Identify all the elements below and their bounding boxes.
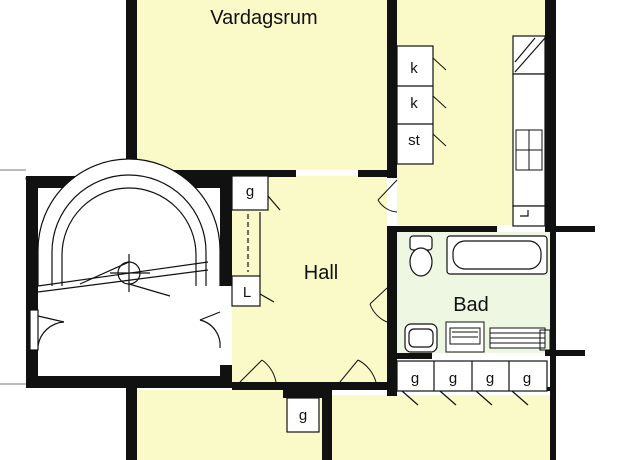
spiral-staircase-icon [29,158,221,351]
room-label-bad: Bad [453,294,489,316]
hall-door-swings [239,359,377,383]
room-label-hall: Hall [304,262,338,284]
cabinet-label-k2: k [410,95,418,112]
washing-machine-icon [445,321,546,353]
cabinet-label-lower-g: g [299,407,307,424]
bathroom-door-swing [369,287,388,323]
cabinet-label-row-g1: g [411,370,419,387]
lower-right-room-floor [332,395,550,460]
exterior-context [0,169,26,385]
cabinet-label-row-g3: g [486,370,494,387]
lower-cabinet-row [286,360,548,433]
toilet-icon [409,235,433,277]
kitchen-door-swings [377,57,447,213]
stove-icon [515,129,543,171]
cabinet-label-hall-g: g [246,183,254,200]
cabinet-label-k1: k [410,60,418,77]
vardagsrum-floor [137,0,387,170]
cabinet-label-row-g4: g [523,370,531,387]
bad-wall-marks [25,177,551,351]
sink-icon [404,323,438,353]
hall-closets [231,175,281,307]
cabinet-label-hall-l: L [243,284,251,301]
bathtub-icon [446,235,548,275]
room-label-vardagsrum: Vardagsrum [210,7,317,29]
cabinet-label-row-g2: g [449,370,457,387]
cabinet-label-st: st [408,132,421,149]
